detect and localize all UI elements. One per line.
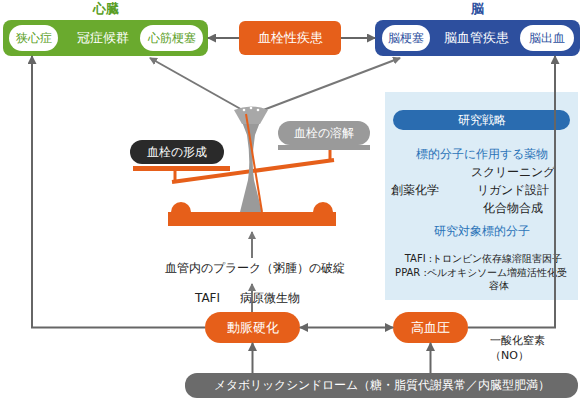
node-text: 心筋梗塞 [148, 30, 196, 47]
process-box: 血栓性疾患 [239, 21, 341, 55]
scale-cup [234, 107, 268, 125]
edge-label: 一酸化窒素（NO） [490, 333, 554, 363]
group-title: 脳 [375, 1, 580, 17]
scale-pan [278, 145, 370, 150]
group-label: 脳血管疾患 [433, 30, 519, 46]
free-label: 病原微生物 [240, 291, 320, 306]
connector-arrow [32, 56, 205, 328]
node-text: 血栓の溶解 [294, 125, 354, 142]
node-text: 高血圧 [411, 319, 450, 337]
scale-needle [246, 114, 262, 212]
state-pill: 血栓の形成 [130, 140, 224, 164]
node-text: 血栓の形成 [147, 144, 207, 161]
connector-arrow [252, 343, 254, 373]
node-text: 狭心症 [16, 30, 52, 47]
cup-dot [243, 109, 246, 112]
panel-text: 創薬化学 [389, 182, 441, 198]
node-text: 血栓性疾患 [258, 29, 323, 47]
node-text: 脳出血 [529, 30, 565, 47]
node-text: 研究戦略 [458, 112, 506, 129]
connector-arrow [430, 343, 432, 373]
scale-foot [313, 202, 333, 222]
connector-arrow [300, 327, 393, 329]
scale-foot [171, 202, 191, 222]
leader-arrow [150, 58, 246, 112]
panel-list: スクリーニング リガンド設計 化合物合成 [463, 163, 563, 217]
disease-pill: 脳梗塞 [382, 25, 430, 51]
panel-note: TAFI :トロンビン依存線溶阻害因子 [391, 252, 576, 265]
panel-note: PPAR :ペルオキシソーム増殖活性化受容体 [391, 266, 571, 292]
disease-pill: 狭心症 [9, 25, 58, 51]
node-text: 動脈硬化 [227, 319, 279, 337]
leader-arrow [251, 232, 253, 258]
disease-group: 心臓冠症候群狭心症心筋梗塞 [3, 20, 208, 56]
root-pill: メタボリックシンドローム（糖・脂質代謝異常／内臓型肥満） [185, 373, 578, 398]
scale-support [329, 150, 332, 160]
disease-group: 脳脳血管疾患脳梗塞脳出血 [375, 20, 580, 56]
process-pill: 動脈硬化 [205, 312, 300, 343]
free-label: 血管内のプラーク（粥腫）の破綻 [160, 261, 350, 276]
node-text: 脳梗塞 [388, 30, 424, 47]
group-label: 冠症候群 [65, 30, 141, 46]
leader-arrow [258, 58, 400, 112]
cup-dot [250, 107, 253, 110]
connector-arrow [468, 56, 555, 328]
group-title: 心臓 [3, 1, 208, 17]
strategy-panel: 標的分子に作用する薬物創薬化学 スクリーニング リガンド設計 化合物合成研究対象標… [385, 92, 578, 300]
disease-pill: 心筋梗塞 [140, 25, 203, 51]
scale-pan [133, 166, 230, 171]
process-pill: 高血圧 [393, 312, 468, 343]
connector-arrow [208, 37, 239, 39]
scale-support [174, 171, 177, 180]
node-text: メタボリックシンドローム（糖・脂質代謝異常／内臓型肥満） [214, 377, 550, 394]
scale-base [168, 212, 336, 226]
free-label: TAFI [195, 291, 235, 306]
scale-column [240, 122, 262, 212]
panel-text: 研究対象標的分子 [393, 223, 570, 239]
state-pill: 血栓の溶解 [278, 121, 370, 145]
panel-text: 標的分子に作用する薬物 [393, 146, 570, 162]
cup-dot [257, 109, 260, 112]
connector-arrow [341, 37, 375, 39]
panel-header: 研究戦略 [393, 110, 570, 130]
disease-pill: 脳出血 [520, 25, 574, 51]
